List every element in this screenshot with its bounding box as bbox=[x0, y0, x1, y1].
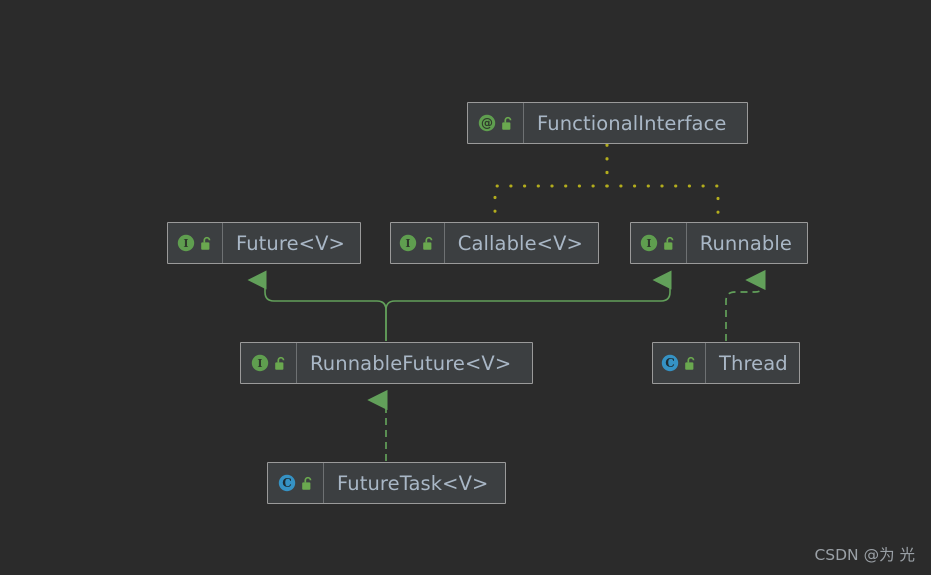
edge-annotation-group bbox=[493, 143, 720, 223]
unlocked-padlock-icon bbox=[201, 236, 211, 250]
node-future[interactable]: I Future<V> bbox=[167, 222, 361, 264]
node-gutter: I bbox=[168, 223, 223, 263]
edge-callable-functionalinterface bbox=[493, 143, 609, 223]
edge-extends-group bbox=[247, 270, 672, 341]
edge-thread-runnable bbox=[725, 269, 766, 341]
node-functional-interface[interactable]: @ FunctionalInterface bbox=[467, 102, 748, 144]
unlocked-padlock-icon bbox=[664, 236, 674, 250]
node-label: Callable<V> bbox=[457, 231, 583, 255]
node-label: Thread bbox=[719, 351, 788, 375]
svg-text:@: @ bbox=[481, 116, 493, 130]
unlocked-padlock-icon bbox=[274, 356, 284, 370]
unlocked-padlock-icon bbox=[685, 356, 695, 370]
node-gutter: I bbox=[631, 223, 687, 263]
node-label: FutureTask<V> bbox=[337, 471, 489, 495]
node-runnable[interactable]: I Runnable bbox=[630, 222, 808, 264]
edge-runnable-functionalinterface bbox=[605, 143, 720, 223]
node-future-task[interactable]: C FutureTask<V> bbox=[267, 462, 506, 504]
node-gutter: I bbox=[241, 343, 297, 383]
node-gutter: C bbox=[653, 343, 706, 383]
svg-text:I: I bbox=[406, 237, 411, 250]
node-gutter: C bbox=[268, 463, 324, 503]
edge-runnablefuture-future bbox=[247, 270, 387, 341]
node-label: Runnable bbox=[699, 231, 792, 255]
svg-text:C: C bbox=[282, 476, 292, 490]
interface-i-icon: I bbox=[400, 234, 417, 252]
node-label: RunnableFuture<V> bbox=[310, 351, 512, 375]
unlocked-padlock-icon bbox=[423, 236, 433, 250]
svg-text:I: I bbox=[647, 237, 652, 250]
interface-i-icon: I bbox=[641, 234, 658, 252]
node-callable[interactable]: I Callable<V> bbox=[390, 222, 599, 264]
unlocked-padlock-icon bbox=[301, 476, 311, 490]
svg-text:I: I bbox=[183, 237, 188, 250]
interface-i-icon: I bbox=[177, 234, 195, 252]
node-label: Future<V> bbox=[235, 231, 345, 255]
svg-text:C: C bbox=[665, 356, 675, 370]
interface-i-icon: I bbox=[251, 354, 268, 372]
class-c-icon: C bbox=[661, 354, 679, 372]
node-thread[interactable]: C Thread bbox=[652, 342, 800, 384]
node-label: FunctionalInterface bbox=[537, 111, 727, 135]
node-gutter: @ bbox=[468, 103, 524, 143]
unlocked-padlock-icon bbox=[501, 116, 511, 130]
node-runnable-future[interactable]: I RunnableFuture<V> bbox=[240, 342, 533, 384]
edge-runnablefuture-runnable bbox=[385, 270, 672, 341]
node-gutter: I bbox=[391, 223, 445, 263]
annotation-at-icon: @ bbox=[478, 114, 495, 132]
csdn-watermark: CSDN @为 光 bbox=[814, 546, 915, 564]
svg-text:I: I bbox=[257, 357, 262, 370]
class-c-icon: C bbox=[278, 474, 295, 492]
